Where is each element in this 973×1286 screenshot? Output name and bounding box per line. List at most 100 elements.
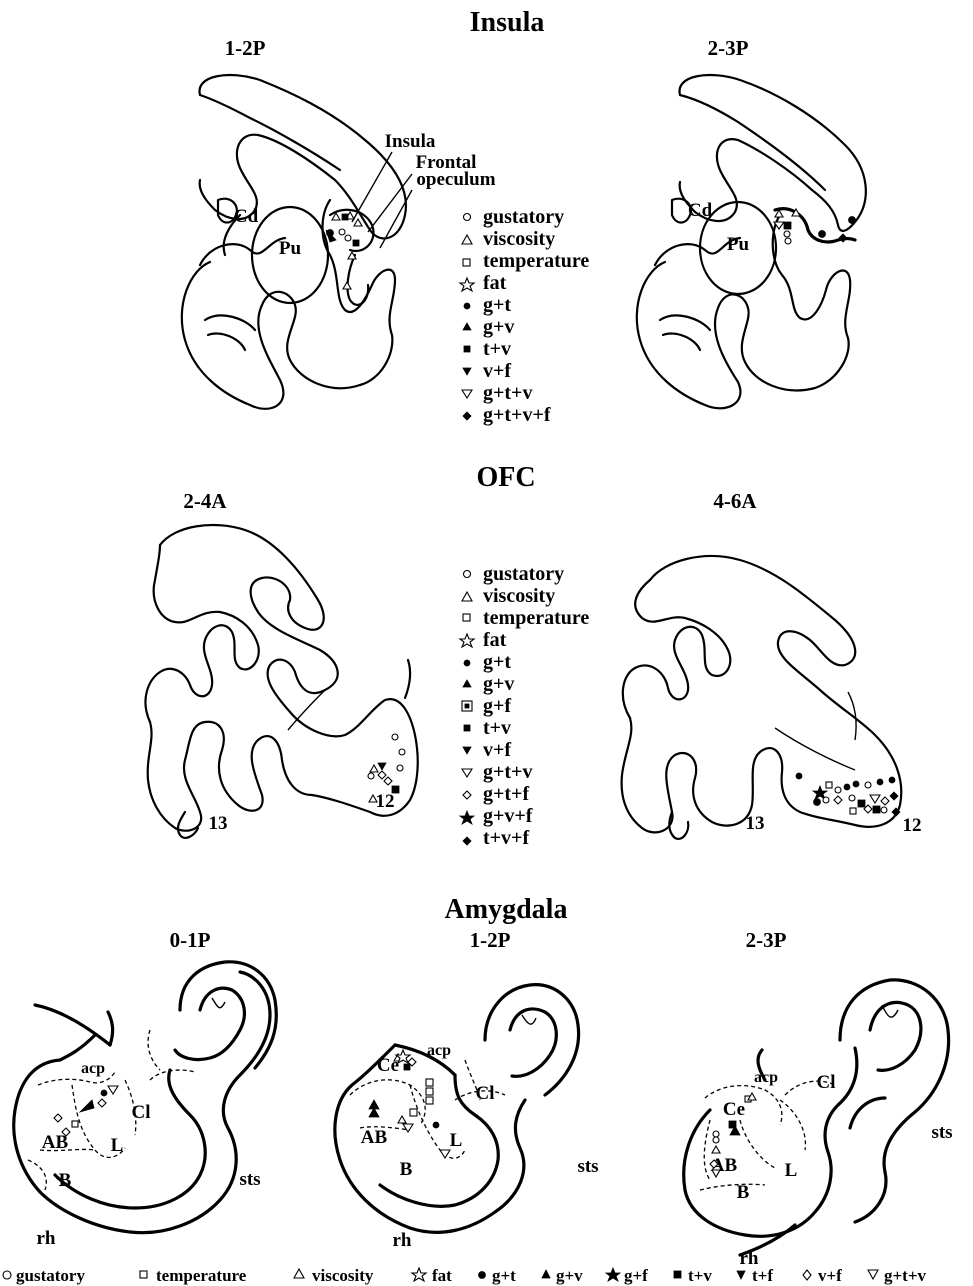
legend-amy-4: g+t: [492, 1266, 516, 1285]
label-acp-amy-2: acp: [427, 1042, 451, 1059]
label-sts-amy-1: sts: [239, 1169, 260, 1190]
legend-amy-6: g+f: [624, 1266, 648, 1285]
legend-insula-4: g+t: [483, 294, 511, 316]
filled-circle-icon: [479, 1272, 486, 1279]
filled-star-icon: [460, 811, 474, 824]
legend-insula-3: fat: [483, 272, 507, 294]
label-b-amy-1: B: [59, 1170, 72, 1191]
leader-insula: [352, 152, 392, 222]
legend-insula-8: g+t+v: [483, 382, 532, 404]
label-l-amy-3: L: [785, 1160, 798, 1181]
legend-ofc-9: g+t+v: [483, 761, 532, 783]
legend-amy-10: g+t+v: [884, 1266, 927, 1285]
filled-triangle-up-icon: [542, 1270, 550, 1278]
legend-amy-3: fat: [432, 1266, 452, 1285]
legend-ofc-10: g+t+f: [483, 783, 529, 805]
insula-title: Insula: [470, 7, 545, 38]
label-rh-amy-1: rh: [37, 1228, 56, 1249]
label-opeculum: opeculum: [416, 169, 495, 190]
open-triangle-up-icon: [294, 1269, 304, 1278]
ofc-title: OFC: [476, 462, 535, 493]
open-square-icon: [463, 259, 470, 266]
label-cd-insula-2: Cd: [688, 200, 713, 221]
label-acp-amy-3: acp: [754, 1069, 778, 1086]
label-13-ofc-1: 13: [209, 813, 228, 834]
legend-ofc-2: temperature: [483, 607, 589, 629]
filled-circle-icon: [464, 303, 470, 309]
label-12-ofc-2: 12: [903, 815, 922, 836]
legend-insula-5: g+v: [483, 316, 514, 338]
label-b-amy-3: B: [737, 1182, 750, 1203]
open-square-icon: [463, 614, 470, 621]
open-diamond-icon: [803, 1270, 811, 1280]
ofc-section-4-6A: [622, 556, 902, 839]
legend-insula-7: v+f: [483, 360, 511, 382]
legend-amy-5: g+v: [556, 1266, 583, 1285]
label-insula: Insula: [385, 131, 436, 152]
label-13-ofc-2: 13: [746, 813, 765, 834]
leader-opeculum: [380, 190, 412, 248]
legend-ofc-4: g+t: [483, 651, 511, 673]
open-triangle-down-icon: [462, 769, 472, 777]
insula-section-2-3P: [637, 75, 866, 408]
label-l-amy-1: L: [111, 1135, 124, 1156]
legend-ofc-1: viscosity: [483, 585, 555, 607]
label-ce-amy-3: Ce: [723, 1099, 745, 1120]
legend-insula-6: t+v: [483, 338, 511, 360]
filled-triangle-up-icon: [463, 323, 471, 330]
ofc-level-4-6A: 4-6A: [713, 489, 757, 513]
label-12-ofc-1: 12: [376, 791, 395, 812]
open-triangle-down-icon: [868, 1270, 878, 1279]
legend-amy-7: t+v: [688, 1266, 712, 1285]
open-triangle-down-icon: [462, 390, 472, 398]
amygdala-level-1-2P: 1-2P: [470, 928, 511, 952]
legend-amy-9: v+f: [818, 1266, 842, 1285]
legend-ofc-5: g+v: [483, 673, 514, 695]
label-pu-insula-2: Pu: [727, 234, 750, 255]
filled-triangle-down-icon: [463, 368, 471, 375]
open-square-icon: [140, 1271, 147, 1278]
filled-square-icon: [674, 1271, 681, 1278]
open-star-icon: [412, 1268, 426, 1281]
label-acp-amy-1: acp: [81, 1060, 105, 1077]
filled-triangle-up-icon: [463, 680, 471, 687]
label-cl-amy-2: Cl: [476, 1083, 495, 1104]
legend-amy-2: viscosity: [312, 1266, 374, 1285]
label-b-amy-2: B: [400, 1159, 413, 1180]
legend-insula-9: g+t+v+f: [483, 404, 551, 426]
open-diamond-icon: [463, 791, 471, 799]
legend-insula-0: gustatory: [483, 206, 564, 228]
label-cl-amy-1: Cl: [132, 1102, 151, 1123]
open-star-icon: [460, 634, 474, 647]
filled-triangle-down-icon: [737, 1271, 745, 1279]
legend-ofc-12: t+v+f: [483, 827, 529, 849]
amygdala-section-0-1P: [14, 962, 277, 1233]
filled-star-icon: [606, 1268, 620, 1281]
legend-ofc-7: t+v: [483, 717, 511, 739]
label-rh-amy-2: rh: [393, 1230, 412, 1251]
ofc-legend: gustatory viscosity temperature fat g+t …: [460, 563, 589, 849]
label-ab-amy-2: AB: [361, 1127, 388, 1148]
amygdala-level-0-1P: 0-1P: [170, 928, 211, 952]
legend-amy-0: gustatory: [16, 1266, 85, 1285]
filled-triangle-down-icon: [463, 747, 471, 754]
insula-level-2-3P: 2-3P: [708, 36, 749, 60]
insula-level-1-2P: 1-2P: [225, 36, 266, 60]
open-star-icon: [460, 278, 474, 291]
filled-diamond-icon: [463, 837, 471, 845]
label-cl-amy-3: Cl: [817, 1072, 836, 1093]
legend-insula-1: viscosity: [483, 228, 555, 250]
open-circle-icon: [464, 571, 471, 578]
legend-ofc-8: v+f: [483, 739, 511, 761]
label-pu-insula-1: Pu: [279, 238, 302, 259]
legend-ofc-11: g+v+f: [483, 805, 533, 827]
amygdala-title: Amygdala: [445, 894, 568, 925]
label-sts-amy-2: sts: [577, 1156, 598, 1177]
filled-diamond-icon: [463, 412, 471, 420]
filled-circle-icon: [464, 660, 470, 666]
legend-ofc-3: fat: [483, 629, 507, 651]
open-triangle-up-icon: [462, 592, 472, 601]
legend-amy-1: temperature: [156, 1266, 247, 1285]
open-circle-icon: [464, 214, 471, 221]
